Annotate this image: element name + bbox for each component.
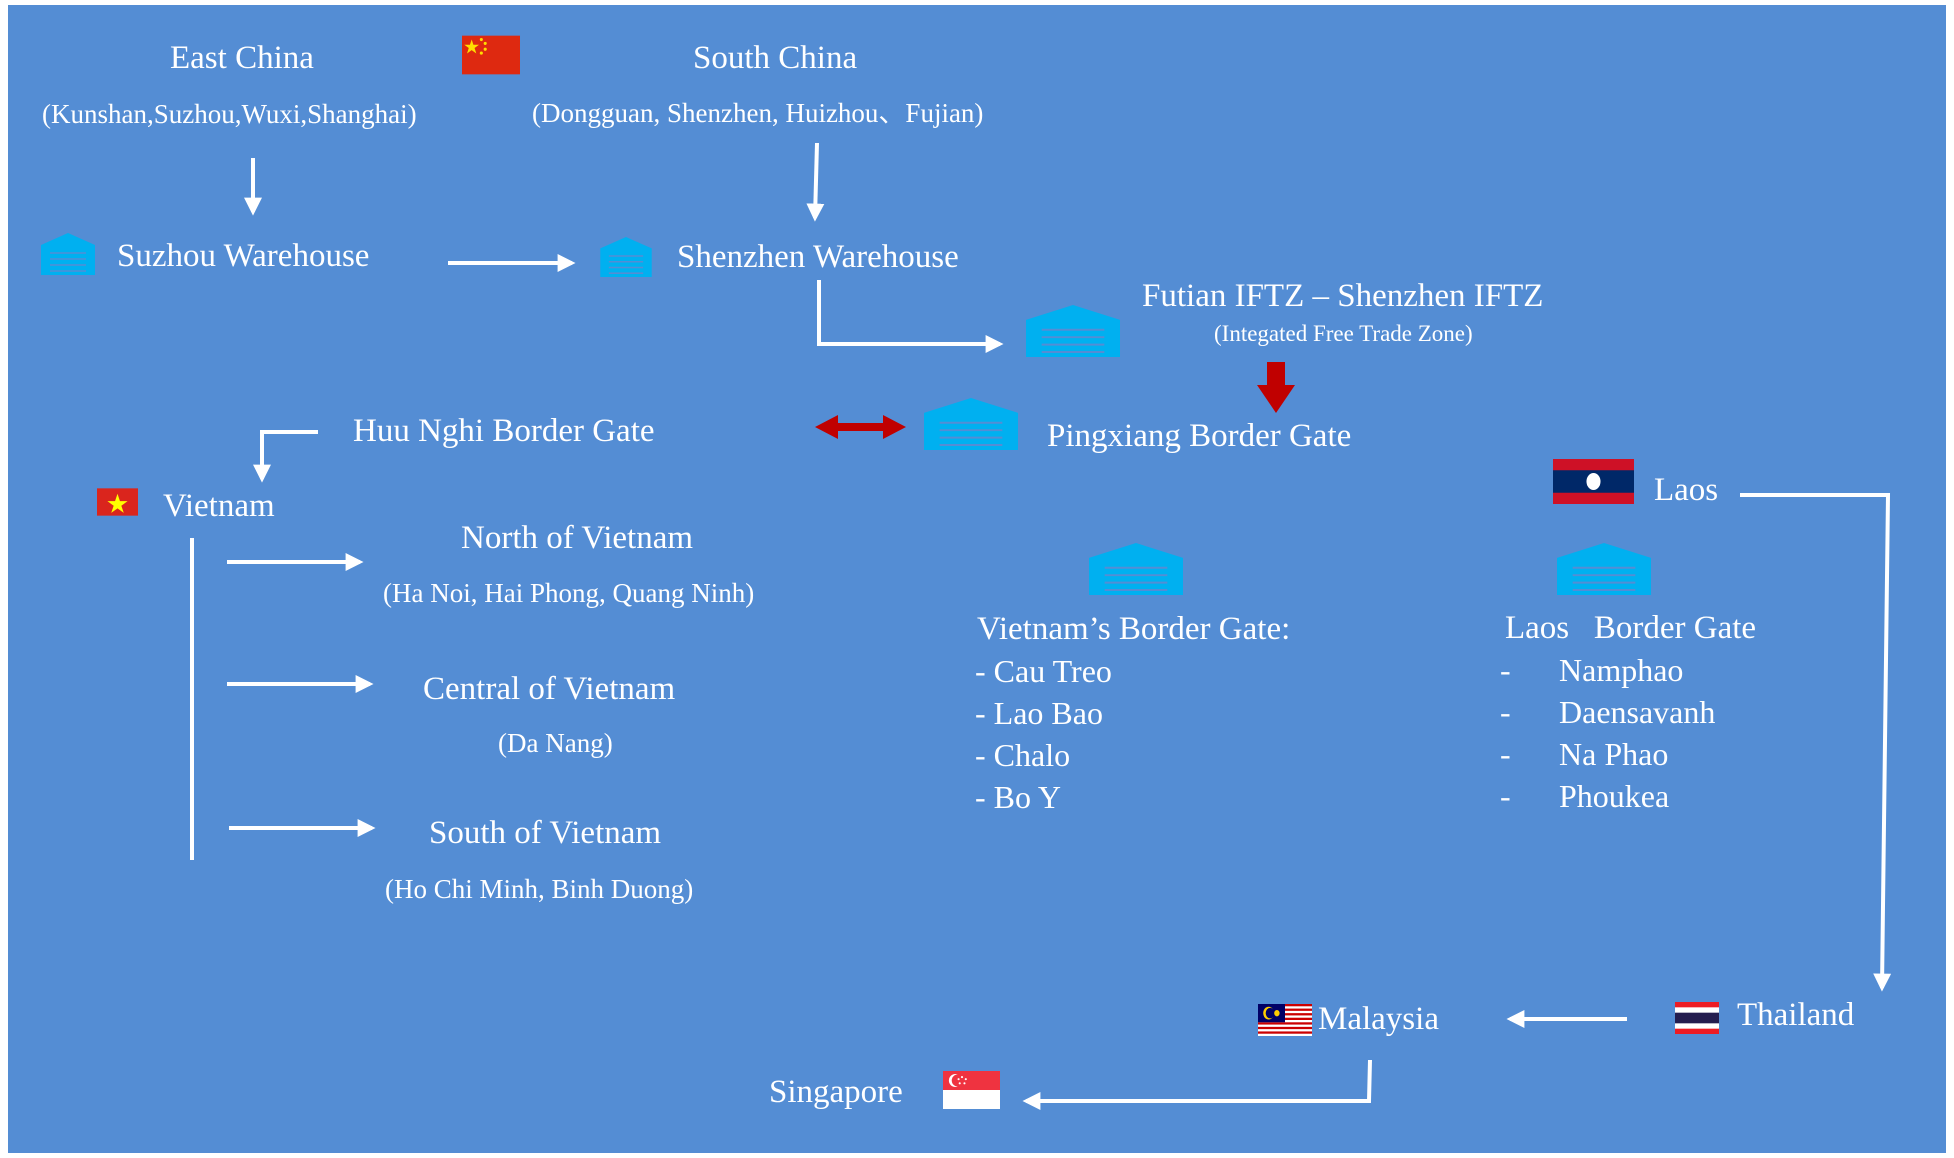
north-vietnam-title: North of Vietnam [461,520,694,556]
malaysia-flag [1258,1004,1312,1036]
thailand-flag [1675,1002,1719,1034]
suzhou-warehouse-label: Suzhou Warehouse [117,238,370,274]
list-item-text: Phoukea [1559,778,1670,814]
warehouse-icon [1557,543,1651,595]
warehouse-icon [1089,543,1183,595]
vietnam-flag [97,488,138,516]
singapore-label: Singapore [769,1074,903,1110]
laos-border-gate-list: - Namphao - Daensavanh - Na Phao - Phoukea [1500,649,1715,817]
south-china-subtitle: (Dongguan, Shenzhen, Huizhou、Fujian) [532,98,984,128]
list-item-text: Namphao [1559,652,1684,688]
warehouse-icon [41,233,95,275]
list-bullet: - [1500,736,1511,772]
malaysia-label: Malaysia [1318,1001,1439,1037]
arrow-laos-to-thailand [1740,493,1892,992]
list-item: - Bo Y [975,779,1061,815]
list-item: - Namphao [1500,649,1715,691]
vietnam-label: Vietnam [163,488,275,524]
list-bullet: - [1500,652,1511,688]
east-china-subtitle: (Kunshan,Suzhou,Wuxi,Shanghai) [42,99,417,129]
thailand-label: Thailand [1737,997,1855,1033]
shenzhen-warehouse-label: Shenzhen Warehouse [677,239,959,275]
huu-nghi-label: Huu Nghi Border Gate [353,413,655,449]
south-china-title: South China [693,40,858,76]
futian-title: Futian IFTZ – Shenzhen IFTZ [1142,278,1544,314]
warehouse-icon [600,237,652,277]
central-vietnam-subtitle: (Da Nang) [498,728,613,758]
list-item: - Chalo [975,737,1071,773]
list-bullet: - [1500,778,1511,814]
china-flag [462,35,520,75]
south-vietnam-title: South of Vietnam [429,815,662,851]
east-china-title: East China [170,40,314,76]
vietnam-border-gate-list: - Cau Treo - Lao Bao - Chalo - Bo Y [975,650,1112,818]
list-item: - Phoukea [1500,775,1715,817]
arrow-south-china-to-shenzhen [806,142,825,222]
warehouse-icon [1026,305,1120,357]
futian-subtitle: (Integated Free Trade Zone) [1214,321,1473,346]
list-item: - Cau Treo [975,653,1112,689]
south-vietnam-subtitle: (Ho Chi Minh, Binh Duong) [385,874,694,904]
arrow-shenzhen-to-futian [817,280,1004,353]
list-item-text: Daensavanh [1559,694,1716,730]
list-item: - Na Phao [1500,733,1715,775]
list-bullet: - [1500,694,1511,730]
laos-label: Laos [1654,472,1719,508]
pingxiang-label: Pingxiang Border Gate [1047,418,1352,454]
warehouse-icon [924,398,1018,450]
double-arrow-huu-nghi-pingxiang [815,415,906,439]
arrow-futian-to-pingxiang [1257,362,1295,413]
arrow-malaysia-to-singapore [1022,1059,1372,1110]
laos-flag [1553,459,1634,504]
list-item: - Lao Bao [975,695,1103,731]
arrow-huu-nghi-to-vietnam [253,430,318,483]
list-item: - Daensavanh [1500,691,1715,733]
laos-border-gate-heading: Laos Border Gate [1505,610,1757,646]
singapore-flag [943,1071,1000,1109]
vietnam-border-gate-heading: Vietnam’s Border Gate: [977,611,1291,647]
central-vietnam-title: Central of Vietnam [423,671,676,707]
north-vietnam-subtitle: (Ha Noi, Hai Phong, Quang Ninh) [383,578,755,608]
list-item-text: Na Phao [1559,736,1669,772]
